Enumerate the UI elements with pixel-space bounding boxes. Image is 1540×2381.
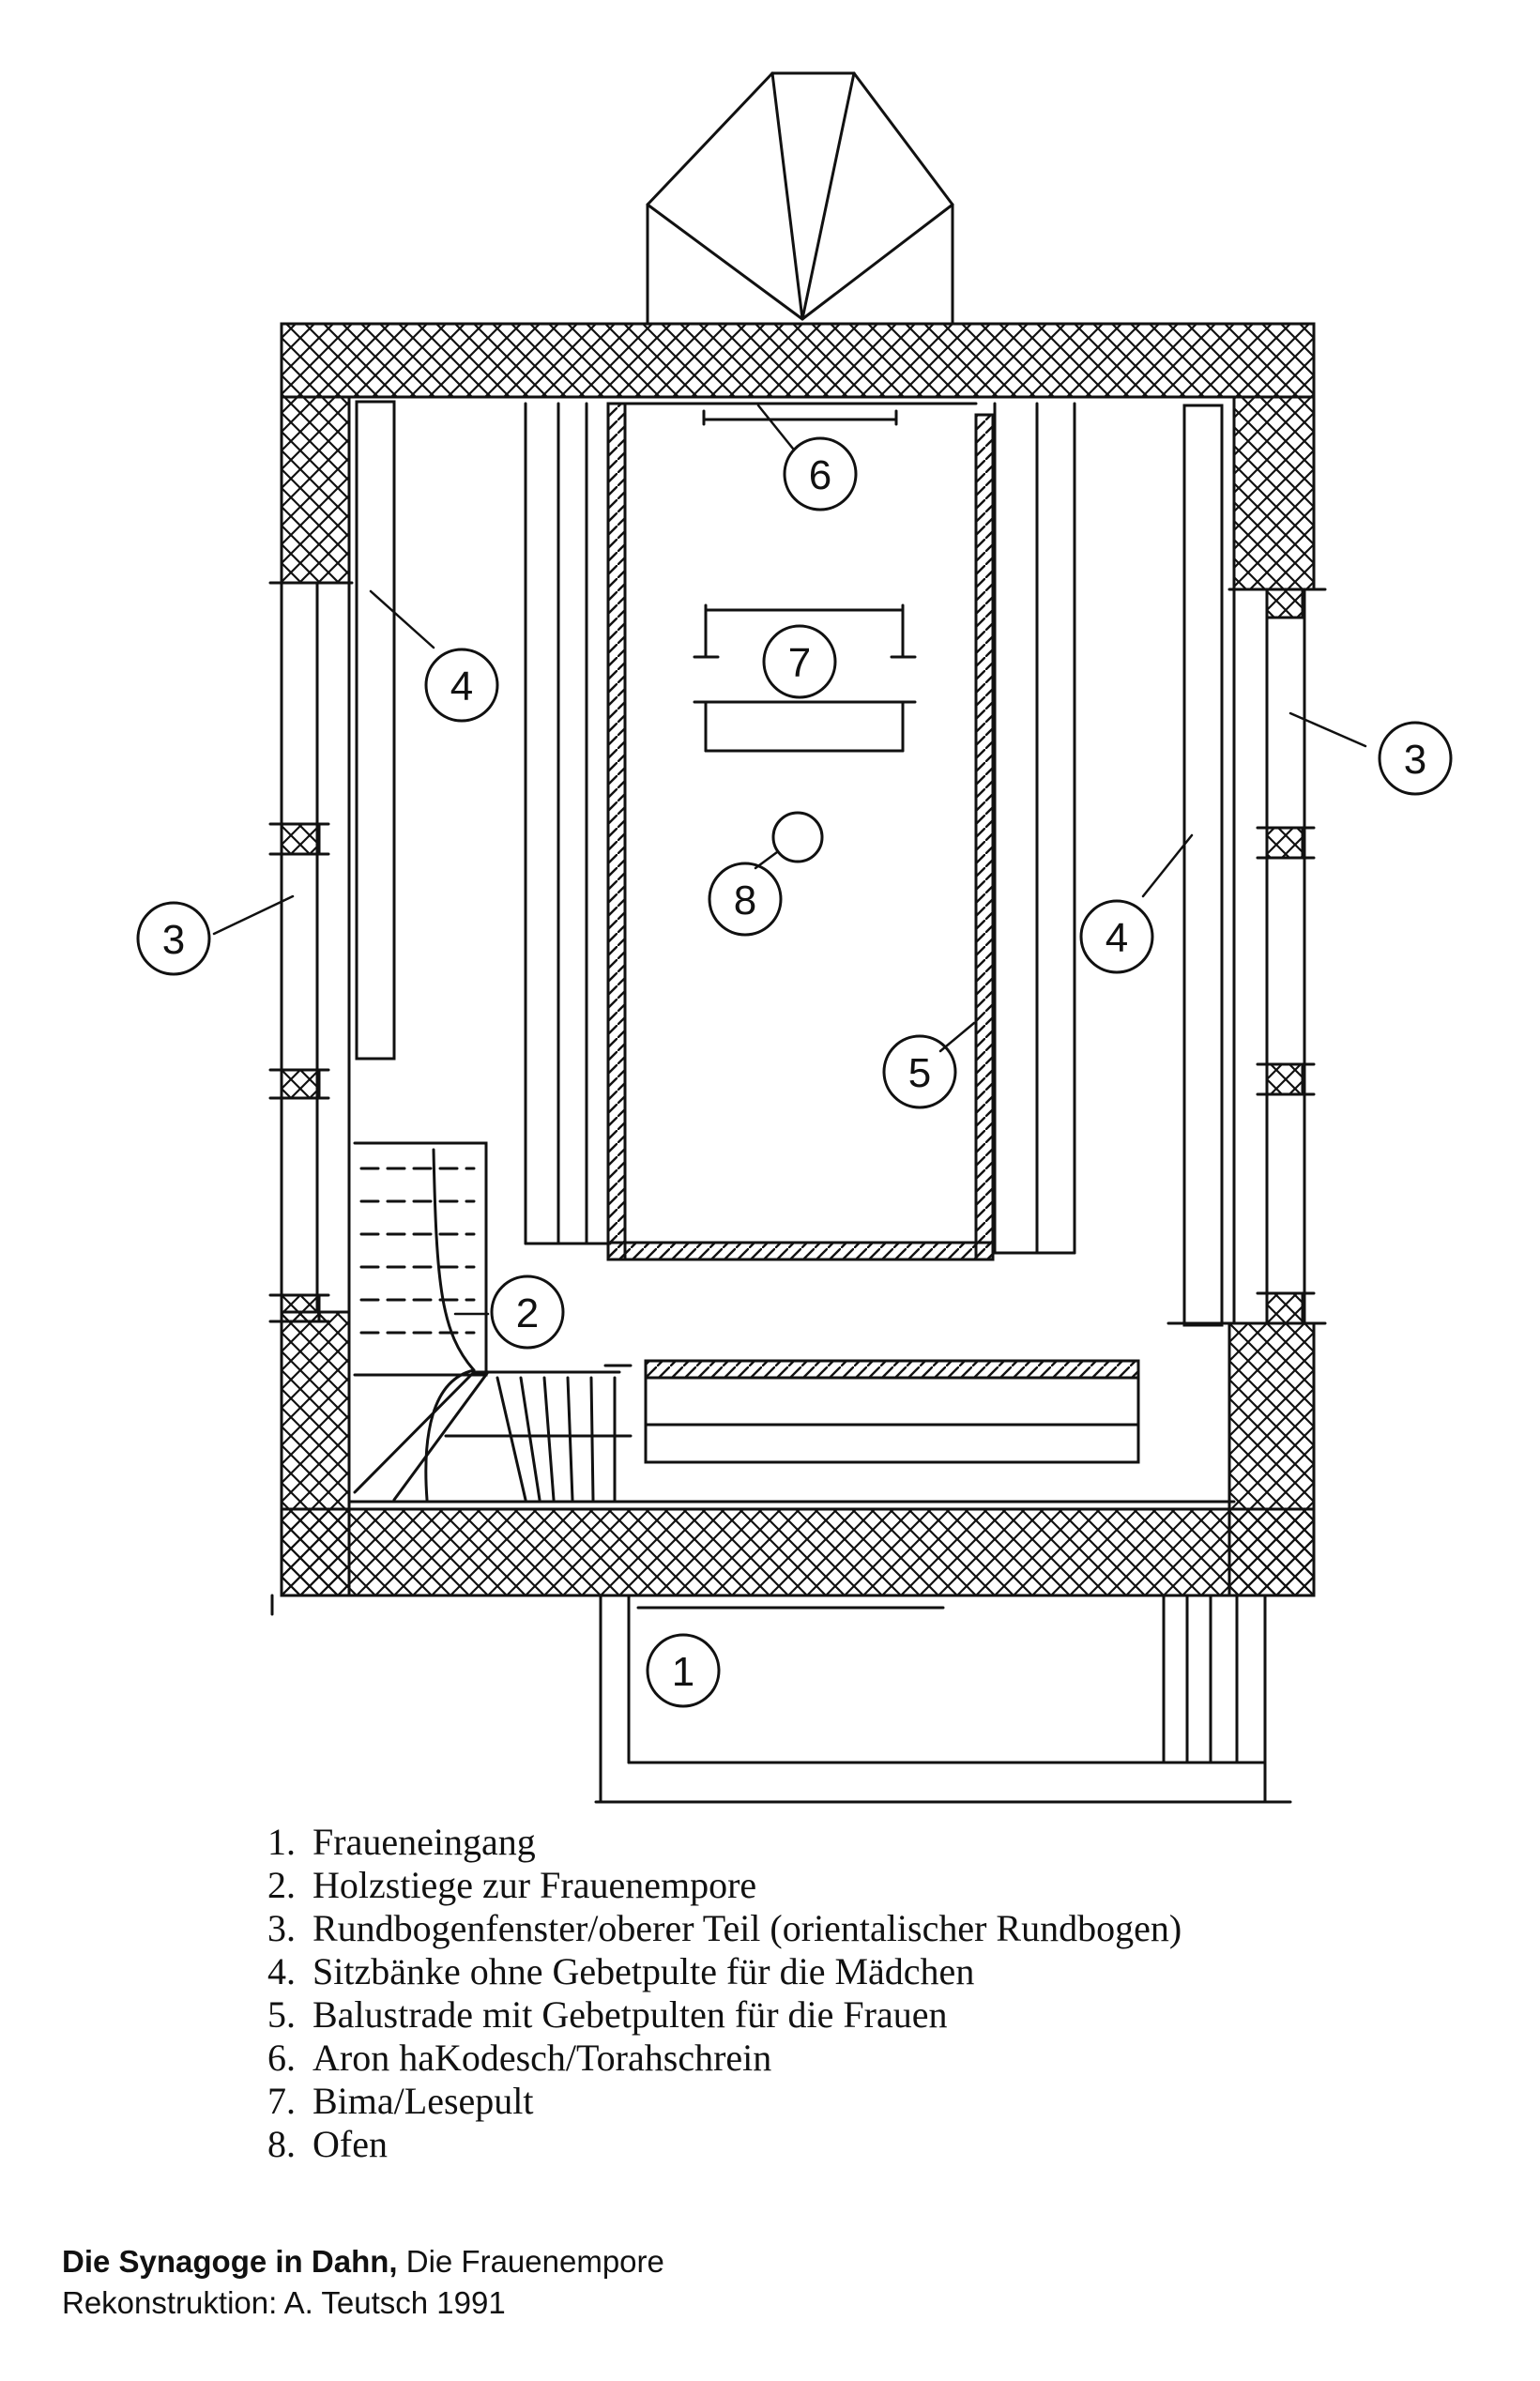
- marker-4-right: 4: [1079, 899, 1154, 974]
- legend-list: 1.Fraueneingang 2.Holzstiege zur Frauene…: [267, 1821, 1487, 2166]
- right-windows: [1166, 588, 1327, 1325]
- caption-title: Die Synagoge in Dahn, Die Frauenempore: [62, 2241, 664, 2282]
- marker-4-right-label: 4: [1105, 915, 1128, 961]
- marker-8: 8: [708, 862, 783, 937]
- caption-title-rest: Die Frauenempore: [397, 2244, 664, 2279]
- marker-7-label: 7: [788, 640, 811, 686]
- balustrade: [606, 402, 1140, 1380]
- leader-lines: [212, 404, 1367, 1316]
- legend-item: 8.Ofen: [267, 2123, 388, 2165]
- legend-item: 6.Aron haKodesch/Torahschrein: [267, 2037, 772, 2079]
- left-benches: [355, 400, 396, 1061]
- wooden-stairs: [353, 1141, 633, 1502]
- marker-3-left: 3: [136, 901, 211, 976]
- torah-shrine: [702, 409, 898, 426]
- bottom-benches: [644, 1376, 1140, 1464]
- bima: [693, 603, 917, 753]
- marker-2-label: 2: [516, 1290, 539, 1336]
- legend-item: 5.Balustrade mit Gebetpulten für die Fra…: [267, 1993, 948, 2036]
- marker-1: 1: [646, 1633, 721, 1708]
- marker-8-label: 8: [734, 878, 756, 923]
- stove: [771, 811, 824, 863]
- marker-3-right: 3: [1378, 721, 1453, 796]
- outer-walls: [280, 322, 1316, 1597]
- left-windows: [268, 581, 354, 1323]
- marker-5: 5: [882, 1034, 957, 1109]
- marker-3-left-label: 3: [162, 917, 185, 963]
- legend-item: 3.Rundbogenfenster/oberer Teil (oriental…: [267, 1907, 1182, 1949]
- women-entrance: [270, 1594, 1292, 1804]
- caption-title-bold: Die Synagoge in Dahn,: [62, 2244, 398, 2279]
- figure-caption: Die Synagoge in Dahn, Die Frauenempore R…: [62, 2241, 664, 2324]
- marker-4-left: 4: [424, 648, 499, 723]
- marker-1-label: 1: [672, 1649, 694, 1695]
- legend-item: 2.Holzstiege zur Frauenempore: [267, 1864, 757, 1906]
- top-stair-tower: [646, 71, 954, 326]
- center-benches: [524, 402, 1076, 1255]
- marker-6-label: 6: [809, 452, 831, 498]
- marker-6: 6: [783, 436, 858, 511]
- legend-item: 4.Sitzbänke ohne Gebetpulte für die Mädc…: [267, 1950, 975, 1992]
- gallery-outline: [347, 395, 1236, 1503]
- right-benches: [1182, 404, 1224, 1327]
- legend-item: 1.Fraueneingang: [267, 1821, 536, 1863]
- legend-item: 7.Bima/Lesepult: [267, 2080, 534, 2122]
- caption-credit: Rekonstruktion: A. Teutsch 1991: [62, 2285, 506, 2320]
- marker-5-label: 5: [908, 1050, 931, 1096]
- floor-plan-drawing: 6 7 4 3 8 3 4 5: [136, 71, 1453, 1804]
- marker-2: 2: [490, 1274, 565, 1350]
- marker-4-left-label: 4: [450, 664, 473, 710]
- marker-3-right-label: 3: [1404, 737, 1426, 783]
- marker-7: 7: [762, 624, 837, 699]
